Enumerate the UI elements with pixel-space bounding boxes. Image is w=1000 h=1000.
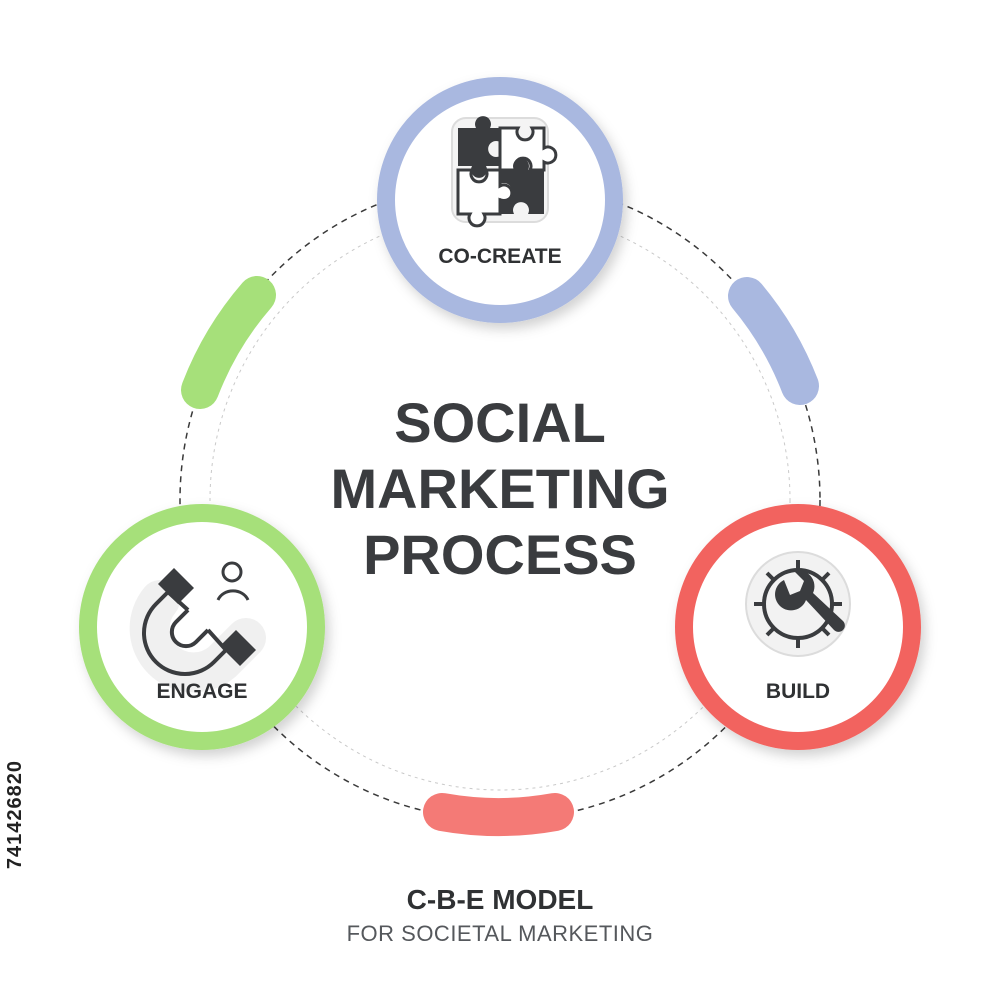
magnet-icon bbox=[129, 561, 266, 693]
footer-subtitle: FOR SOCIETAL MARKETING bbox=[346, 921, 654, 946]
engage-label: ENGAGE bbox=[156, 680, 248, 703]
node-build bbox=[675, 504, 921, 750]
blue-arc bbox=[728, 277, 819, 405]
diagram-title: SOCIAL MARKETING PROCESS bbox=[300, 390, 700, 588]
red-arc bbox=[423, 793, 574, 837]
build-label: BUILD bbox=[765, 680, 831, 703]
green-arc bbox=[181, 276, 276, 409]
wrench-gear-icon bbox=[745, 551, 851, 657]
co-create-label: CO-CREATE bbox=[438, 245, 562, 268]
title-line-3: PROCESS bbox=[363, 523, 637, 586]
puzzle-icon bbox=[451, 116, 558, 228]
title-line-1: SOCIAL bbox=[394, 391, 606, 454]
footer-title: C-B-E MODEL bbox=[406, 884, 594, 915]
stock-id: 741426820 bbox=[4, 760, 26, 870]
node-engage bbox=[79, 504, 325, 750]
node-co-create bbox=[377, 77, 623, 323]
title-line-2: MARKETING bbox=[330, 457, 670, 520]
